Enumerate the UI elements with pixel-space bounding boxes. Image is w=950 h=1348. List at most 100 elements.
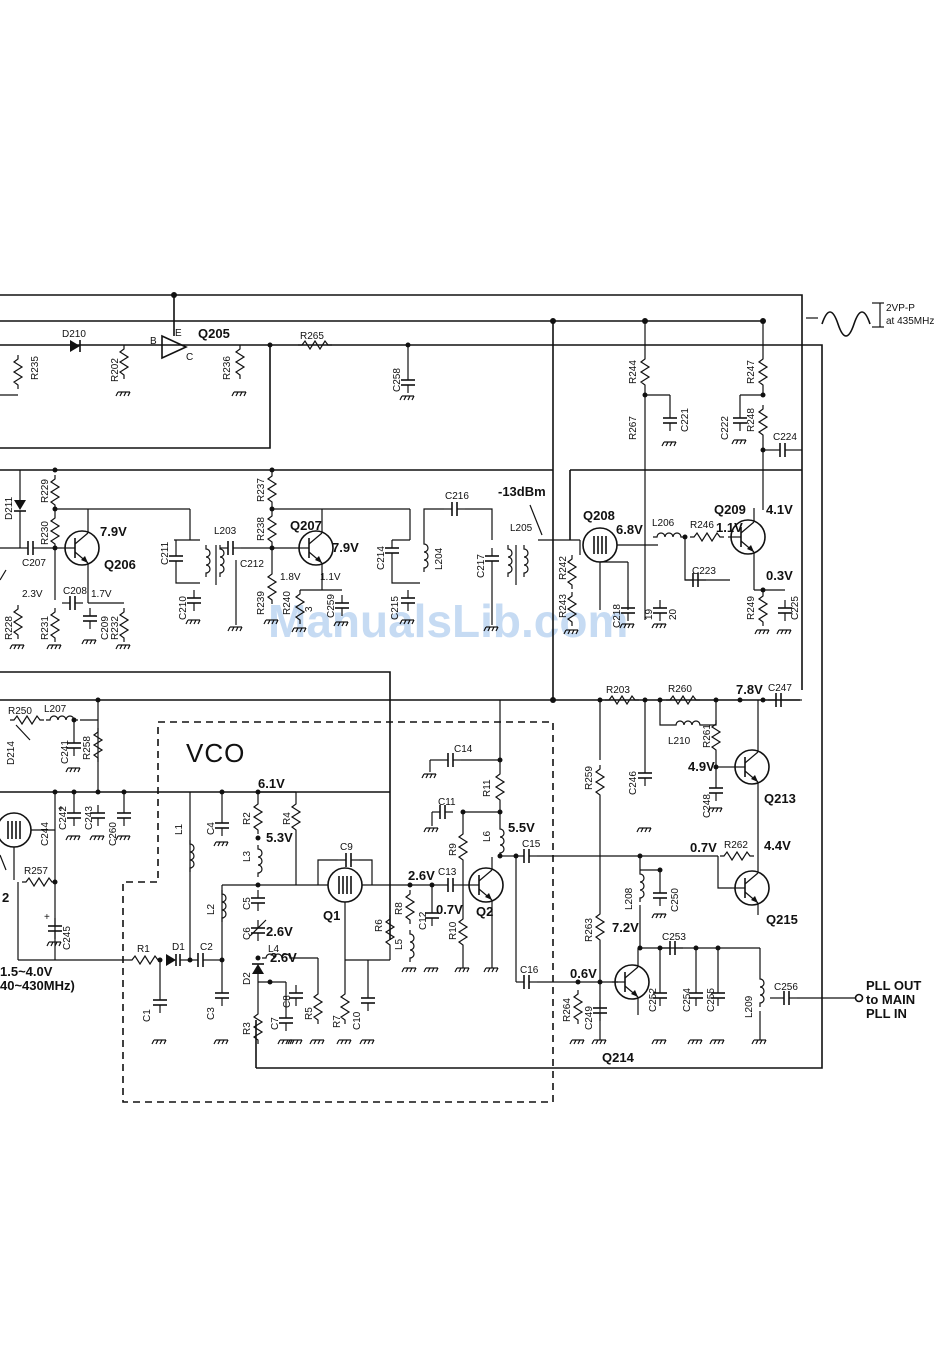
r237-label: R237 [256, 478, 267, 502]
r263-label: R263 [584, 918, 595, 942]
vco-voltage-55: 5.5V [508, 820, 535, 835]
q214-base-voltage: 0.6V [570, 966, 597, 981]
q213-label: Q213 [764, 791, 796, 806]
c258-label: C258 [392, 368, 403, 392]
l3-label: L3 [242, 850, 253, 862]
svg-text:+: + [58, 804, 64, 815]
l2-label: L2 [206, 903, 217, 915]
waveform-annotation: 2VP-P at 435MHz [806, 302, 934, 337]
vco-voltage-07: 0.7V [436, 902, 463, 917]
output-line3: PLL IN [866, 1006, 907, 1021]
c247-label: C247 [768, 683, 792, 694]
waveform-vpp: 2VP-P [886, 303, 915, 314]
c4-label: C4 [206, 822, 217, 835]
r1-label: R1 [137, 944, 150, 955]
c207-label: C207 [22, 558, 46, 569]
c216-label: C216 [445, 491, 469, 502]
r246-label: R246 [690, 520, 714, 531]
c3-label: C3 [206, 1007, 217, 1020]
r261-label: R261 [702, 724, 713, 748]
pll-output-terminal: PLL OUT to MAIN PLL IN [854, 978, 921, 1021]
output-line2: to MAIN [866, 992, 915, 1007]
c14-label: C14 [454, 744, 473, 755]
r10-label: R10 [448, 921, 459, 940]
r6-label: R6 [374, 919, 385, 932]
c7-label: C7 [270, 1017, 281, 1030]
c225-label: C225 [790, 596, 801, 620]
rail-voltage-78: 7.8V [736, 682, 763, 697]
r229-label: R229 [40, 479, 51, 503]
d214-label: D214 [6, 741, 17, 765]
varactor-voltage-range: 1.5~4.0V [0, 964, 53, 979]
c221-label: C221 [680, 408, 691, 432]
vco-voltage-26-q2: 2.6V [408, 868, 435, 883]
q209-label: Q209 [714, 502, 746, 517]
q213-base-voltage: 4.9V [688, 759, 715, 774]
c2-label: C2 [200, 942, 213, 953]
watermark: ManualsLib.com [268, 595, 628, 647]
l208-label: L208 [624, 887, 635, 910]
c211-label: C211 [160, 541, 171, 565]
l206-label: L206 [652, 518, 675, 529]
r264-label: R264 [562, 998, 573, 1022]
left-margin-fragments [0, 394, 20, 871]
q208-q209-stage: Q208 6.8V R242 R243 C218 19 20 L206 R246… [558, 502, 801, 635]
c8-label: C8 [282, 995, 293, 1008]
c249-label: C249 [584, 1006, 595, 1030]
l4-label: L4 [268, 944, 280, 955]
r4-label: R4 [282, 812, 293, 825]
q207-emitter-voltage: 1.1V [320, 572, 341, 583]
c259-label: C259 [326, 594, 337, 618]
l210-label: L210 [668, 736, 691, 747]
c218-label: C218 [612, 604, 623, 628]
q209-emitter-voltage: 0.3V [766, 568, 793, 583]
q214-collector-voltage: 7.2V [612, 920, 639, 935]
r242-label: R242 [558, 556, 569, 580]
c243-label: C243 [84, 806, 95, 830]
r260-label: R260 [668, 684, 692, 695]
c250-label: C250 [670, 888, 681, 912]
r11-label: R11 [482, 779, 493, 797]
vco-voltage-61: 6.1V [258, 776, 285, 791]
l207-label: L207 [44, 704, 67, 715]
r238-label: R238 [256, 517, 267, 541]
q209-collector-voltage: 4.1V [766, 502, 793, 517]
c1-label: C1 [142, 1009, 153, 1022]
vco-internals: R1 C1 D1 C2 L1 C3 L2 C4 6.1V [127, 700, 718, 1045]
q215-collector-voltage: 4.4V [764, 838, 791, 853]
vco-label: VCO [186, 738, 245, 768]
q207-collector-voltage: 7.9V [332, 540, 359, 555]
r7-label: R7 [332, 1015, 343, 1028]
level-minus-13dbm: -13dBm [498, 484, 546, 499]
c224-label: C224 [773, 432, 797, 443]
r265-label: R265 [300, 331, 324, 342]
top-row: D210 R235 R202 B E C Q205 R236 R265 C258 [13, 292, 416, 401]
l203-label: L203 [214, 526, 237, 537]
c10-label: C10 [352, 1011, 363, 1030]
l5-label: L5 [394, 938, 405, 950]
c217-label: C217 [476, 554, 487, 578]
c210-label: C210 [178, 596, 189, 620]
q205-label: Q205 [198, 326, 230, 341]
q207-stage: R237 R238 R239 R240 Q207 7.9V 1.8V 1.1V … [241, 467, 580, 633]
r231-label: R231 [40, 616, 51, 640]
q214-label: Q214 [602, 1050, 635, 1065]
r235-label: R235 [30, 356, 41, 380]
r236-label: R236 [222, 356, 233, 380]
c215-label: C215 [390, 596, 401, 620]
r202-label: R202 [110, 358, 121, 382]
c246-label: C246 [628, 771, 639, 795]
r2-label: R2 [242, 812, 253, 825]
vco-block-outline [122, 721, 554, 1103]
r250-label: R250 [8, 706, 32, 717]
r244-label: R244 [628, 360, 639, 384]
q208-q209-supply: R244 C221 R267 R247 C222 R248 C224 [550, 318, 802, 620]
q206-emitter-voltage: 2.3V [22, 589, 43, 600]
c11-label: C11 [438, 797, 456, 808]
d211-label: D211 [4, 496, 15, 520]
r203-label: R203 [606, 685, 630, 696]
l204-label: L204 [434, 547, 445, 570]
c222-label: C222 [720, 416, 731, 440]
c219-label: 19 [644, 608, 655, 620]
